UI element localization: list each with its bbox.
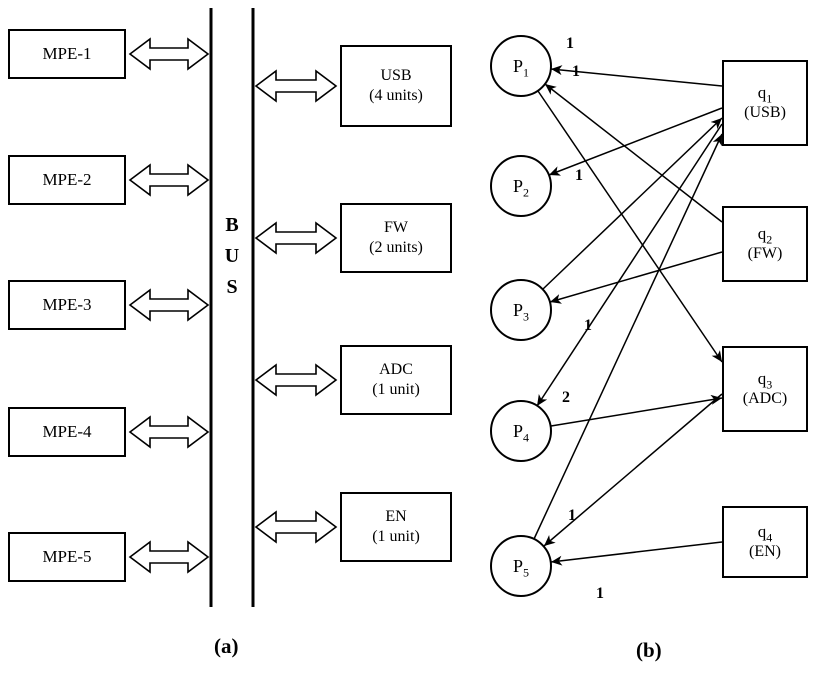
device-box-en: EN (1 unit) xyxy=(340,492,452,562)
processor-box-mpe-1: MPE-1 xyxy=(8,29,126,79)
bus-letter: S xyxy=(226,276,238,298)
resource-label: q1 xyxy=(757,83,773,106)
process-label: P1 xyxy=(512,55,529,80)
process-label: P3 xyxy=(512,299,529,324)
edge-P1-q3 xyxy=(537,90,723,363)
processor-box-mpe-5: MPE-5 xyxy=(8,532,126,582)
bus-letter: U xyxy=(224,245,240,267)
edge-label-q2-P3: 1 xyxy=(584,317,592,334)
process-node-p2: P2 xyxy=(490,155,552,217)
process-node-p4: P4 xyxy=(490,400,552,462)
caption-b: (b) xyxy=(636,638,662,662)
edge-label-q1-P4: 2 xyxy=(562,389,570,406)
device-name: USB xyxy=(380,67,412,84)
double-arrow xyxy=(128,415,210,449)
resource-device: (ADC) xyxy=(742,390,788,407)
device-box-usb: USB (4 units) xyxy=(340,45,452,127)
edge-q1-P1 xyxy=(550,65,723,87)
resource-node-q1: q1(USB) xyxy=(722,60,808,146)
resource-device: (EN) xyxy=(749,543,781,560)
processor-box-mpe-3: MPE-3 xyxy=(8,280,126,330)
edge-q3-P5 xyxy=(543,393,723,547)
resource-label: q4 xyxy=(757,522,773,545)
processor-box-mpe-2: MPE-2 xyxy=(8,155,126,205)
edge-q2-P3 xyxy=(549,251,723,304)
device-name: FW xyxy=(384,219,408,236)
process-label: P4 xyxy=(512,420,529,445)
edge-q1-P2 xyxy=(548,107,723,176)
device-name: EN xyxy=(385,508,407,525)
process-node-p5: P5 xyxy=(490,535,552,597)
device-units: (2 units) xyxy=(369,239,423,256)
edge-label-q1-P1: 1 xyxy=(566,35,574,52)
resource-node-q4: q4(EN) xyxy=(722,506,808,578)
device-units: (4 units) xyxy=(369,87,423,104)
edge-P4-q3 xyxy=(550,394,723,427)
resource-label: q3 xyxy=(757,369,773,392)
process-label: P5 xyxy=(512,555,529,580)
edge-label-q2-P1: 1 xyxy=(572,63,580,80)
edge-q2-P1 xyxy=(544,83,723,223)
resource-device: (FW) xyxy=(747,245,783,262)
edge-P3-q1 xyxy=(542,117,723,290)
device-name: ADC xyxy=(379,361,413,378)
processor-box-mpe-4: MPE-4 xyxy=(8,407,126,457)
double-arrow xyxy=(254,221,338,255)
edge-q1-P4 xyxy=(536,123,723,407)
device-box-adc: ADC (1 unit) xyxy=(340,345,452,415)
resource-label: q2 xyxy=(757,224,773,247)
double-arrow xyxy=(254,363,338,397)
double-arrow xyxy=(128,288,210,322)
device-units: (1 unit) xyxy=(372,528,420,545)
edge-label-q1-P2: 1 xyxy=(575,167,583,184)
edge-q4-P5 xyxy=(550,541,723,566)
double-arrow xyxy=(254,69,338,103)
caption-a: (a) xyxy=(214,634,239,658)
process-node-p3: P3 xyxy=(490,279,552,341)
bus-label: B U S xyxy=(211,210,253,303)
edge-label-q3-P5: 1 xyxy=(568,507,576,524)
device-units: (1 unit) xyxy=(372,381,420,398)
double-arrow xyxy=(128,163,210,197)
bus-letter: B xyxy=(225,214,239,236)
resource-node-q2: q2(FW) xyxy=(722,206,808,282)
process-node-p1: P1 xyxy=(490,35,552,97)
edge-label-q4-P5: 1 xyxy=(596,585,604,602)
resource-node-q3: q3(ADC) xyxy=(722,346,808,432)
double-arrow xyxy=(128,540,210,574)
double-arrow xyxy=(254,510,338,544)
process-label: P2 xyxy=(512,175,529,200)
resource-device: (USB) xyxy=(744,104,786,121)
device-box-fw: FW (2 units) xyxy=(340,203,452,273)
edge-P5-q1 xyxy=(533,133,723,540)
double-arrow xyxy=(128,37,210,71)
